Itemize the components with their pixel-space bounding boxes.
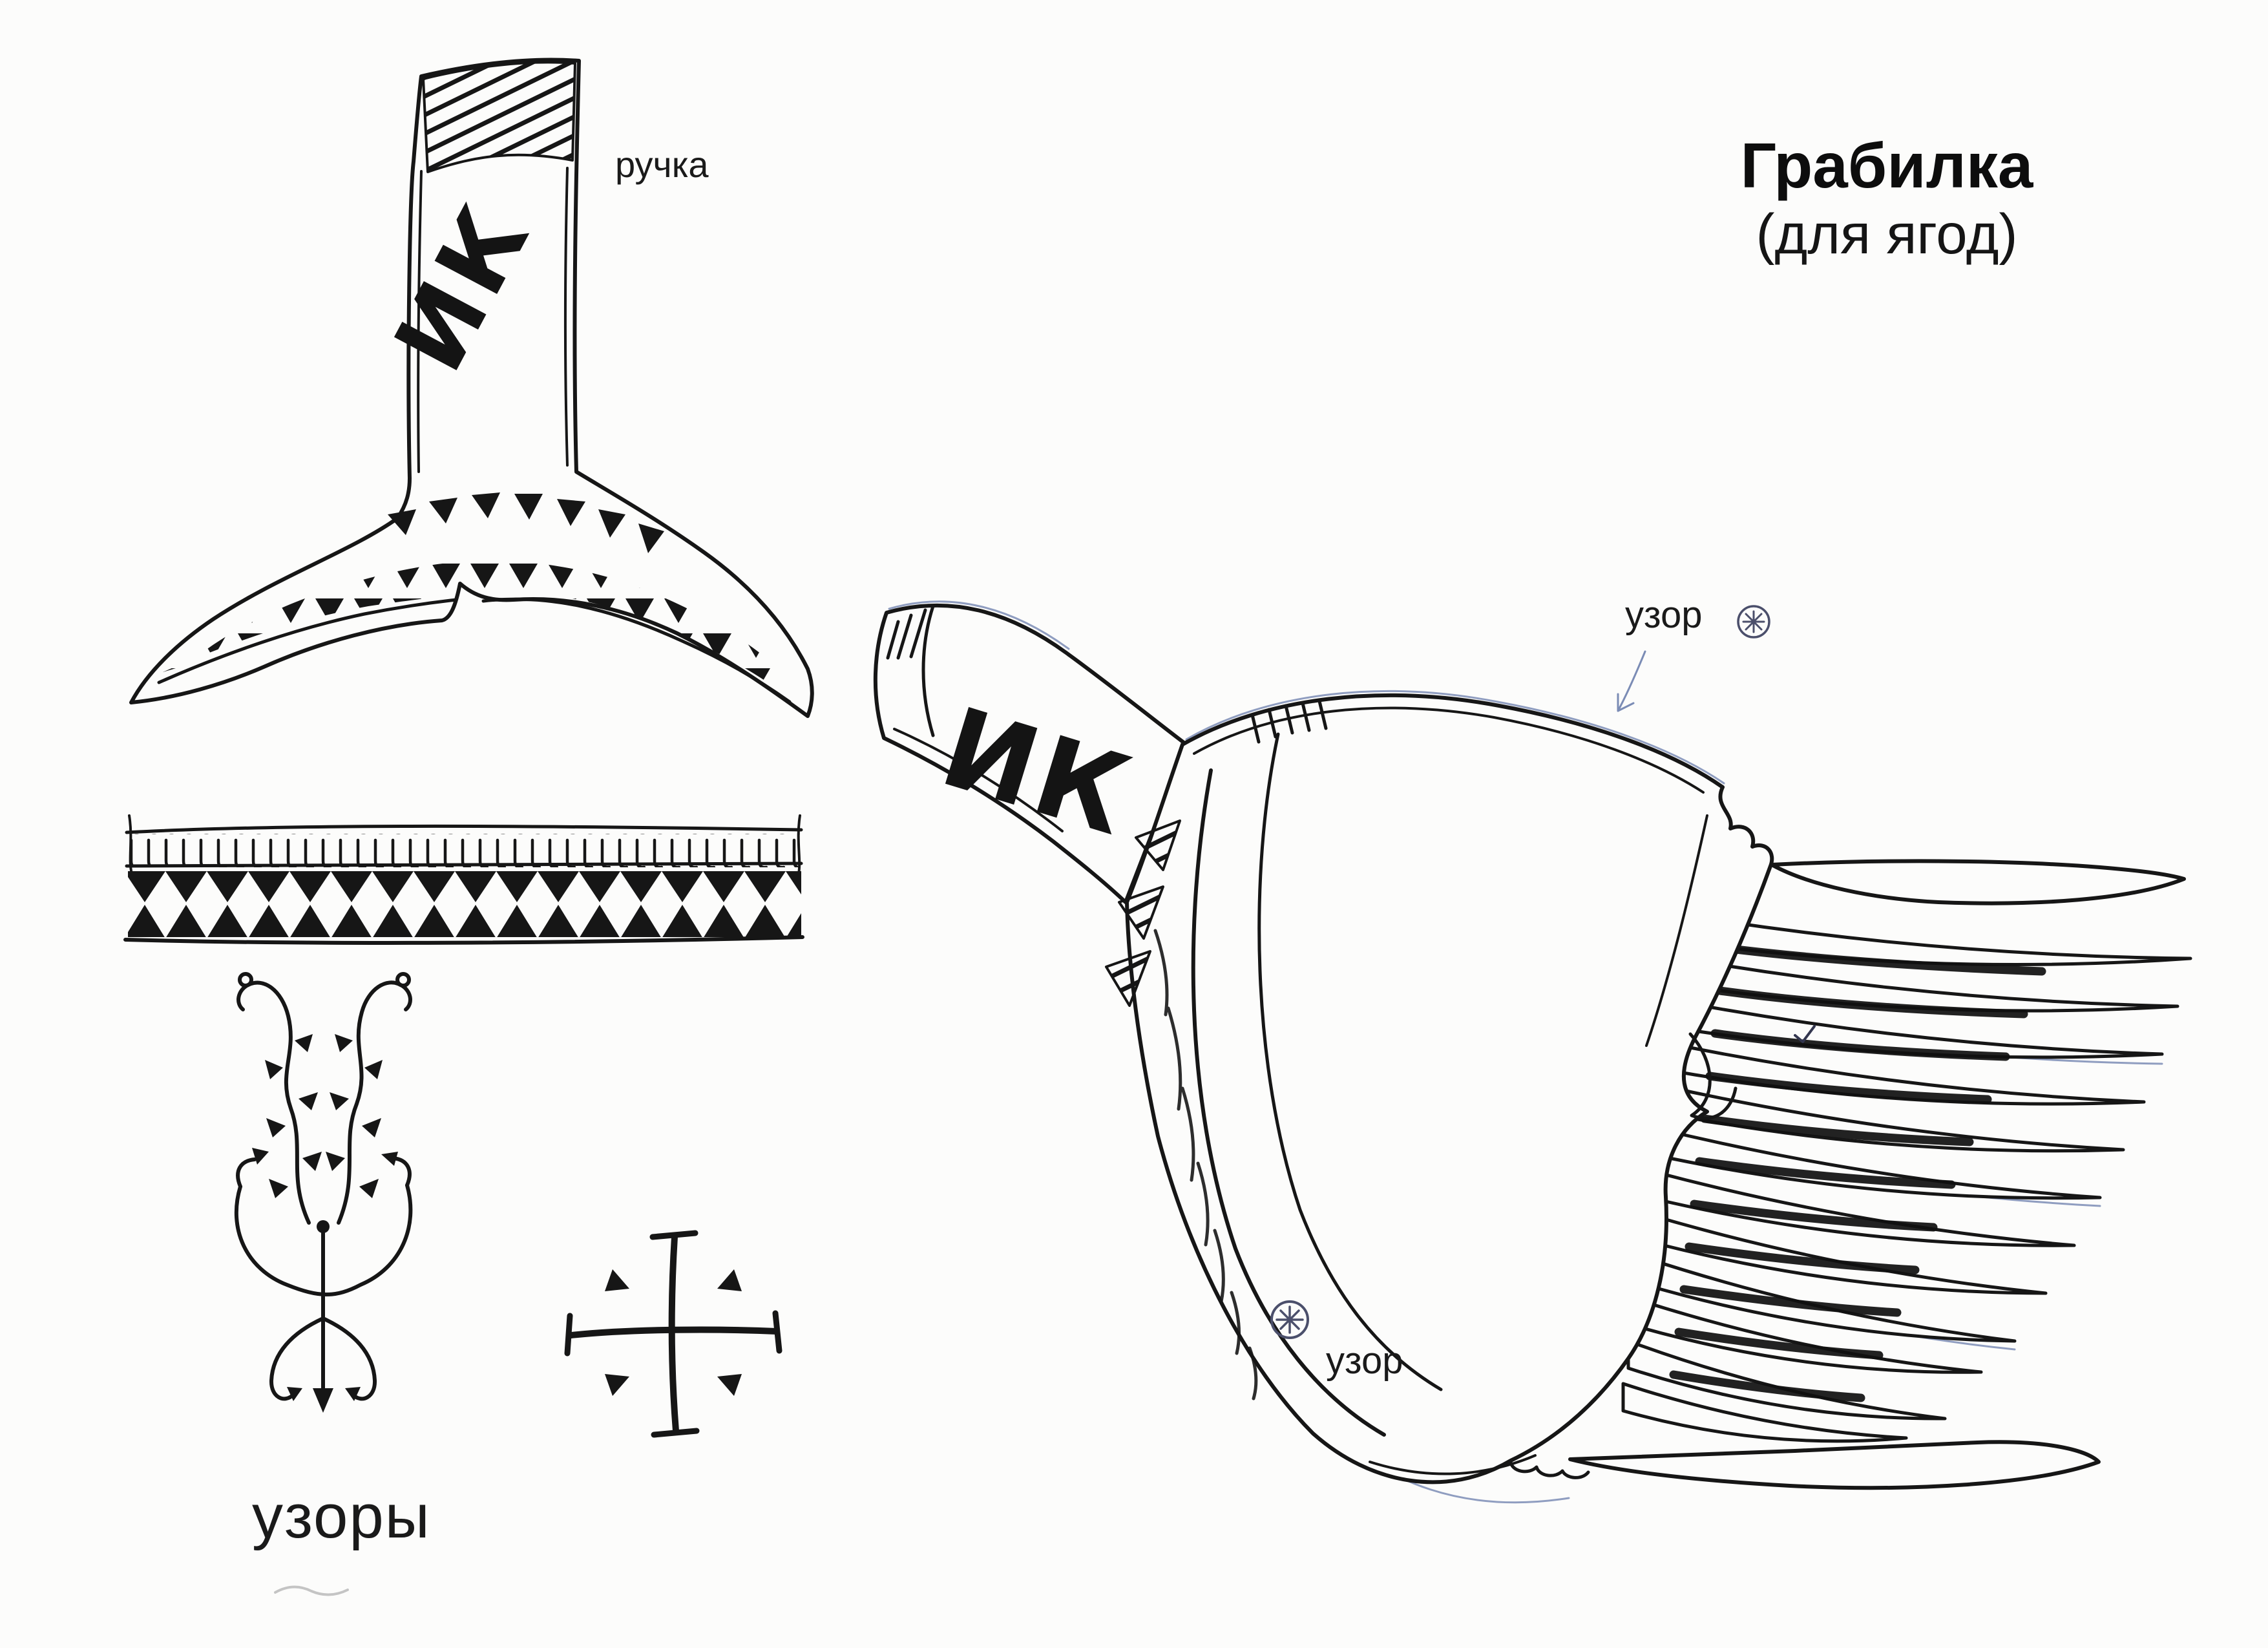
- floral-left-bud: [238, 972, 253, 988]
- band-zigzag: [128, 867, 801, 937]
- cross-corner-triangles: [605, 1269, 742, 1396]
- scoop-handle-inner-line: [893, 728, 1064, 832]
- bowl-cavity-arc: [1257, 732, 1443, 1391]
- asterisk-mark-icon: [1270, 1300, 1309, 1339]
- carved-band-drawing: [123, 814, 804, 945]
- scoop-handle-cap-line: [921, 604, 935, 737]
- annotation-arrow: [1617, 650, 1646, 712]
- handle-brim-inner-left: [157, 598, 458, 684]
- cross-horizontal: [568, 1326, 780, 1338]
- scoop-handle-cap-hatch: [886, 608, 927, 660]
- handle-upper-triangles: [388, 492, 664, 553]
- handle-brim-inner-right: [481, 597, 792, 704]
- bottom-blade: [1568, 1440, 2101, 1490]
- page-subtitle: (для ягод): [1756, 202, 2018, 266]
- floral-ornament-drawing: [234, 972, 413, 1413]
- ornament-label-bottom: узор: [1326, 1340, 1403, 1382]
- handle-detail-drawing: ИК: [129, 58, 814, 718]
- band-mid-line: [125, 861, 803, 868]
- handle-flare-triangle-band: [163, 560, 791, 699]
- floral-lyre-curls: [236, 1156, 412, 1188]
- pencil-squiggle: [274, 1585, 349, 1596]
- bowl-opening-arc: [1191, 768, 1386, 1437]
- handle-shaft-inner-lines: [417, 167, 569, 473]
- page-title: Грабилка: [1740, 130, 2033, 201]
- floral-right-leg: [321, 1316, 377, 1401]
- jaw-inner-line: [1369, 1454, 1537, 1475]
- floral-left-leg: [269, 1316, 325, 1401]
- band-end-strokes: [128, 814, 801, 875]
- rim-tick-marks: [1250, 699, 1328, 744]
- top-blade: [1770, 859, 2186, 905]
- ornaments-label: узоры: [252, 1482, 431, 1551]
- scoop-drawing: ИК: [873, 600, 2192, 1504]
- band-top-line: [125, 824, 803, 834]
- handle-label: ручка: [615, 144, 709, 185]
- teeth-shadow-gaps: [1669, 944, 2046, 1402]
- floral-center-node: [317, 1220, 330, 1233]
- right-contour-inner-line: [1645, 814, 1708, 1047]
- floral-lyre-curve: [234, 1183, 413, 1296]
- asterisk-mark-icon: [1737, 605, 1770, 639]
- claw-detail: [1688, 1032, 1738, 1120]
- band-bottom-line: [123, 935, 804, 945]
- cross-ornament-drawing: [564, 1230, 782, 1438]
- bowl-body: [1125, 693, 1774, 1484]
- handle-silhouette: [129, 58, 814, 718]
- bowl-wall-shading: [1153, 929, 1258, 1400]
- ornament-label-top: узор: [1625, 594, 1703, 636]
- cross-serifs: [564, 1230, 782, 1438]
- title-block: Грабилка (для ягод): [1706, 129, 2068, 267]
- jaw-sawtooth: [1509, 1460, 1590, 1479]
- stray-tick: [1794, 1025, 1816, 1043]
- floral-right-bud: [395, 972, 411, 988]
- cross-vertical: [668, 1234, 679, 1434]
- handle-cap-hatch: [422, 61, 576, 173]
- joint-facets: [1105, 819, 1181, 1007]
- scoop-handle-outline: [873, 603, 1188, 904]
- band-hooks-row: [129, 834, 800, 867]
